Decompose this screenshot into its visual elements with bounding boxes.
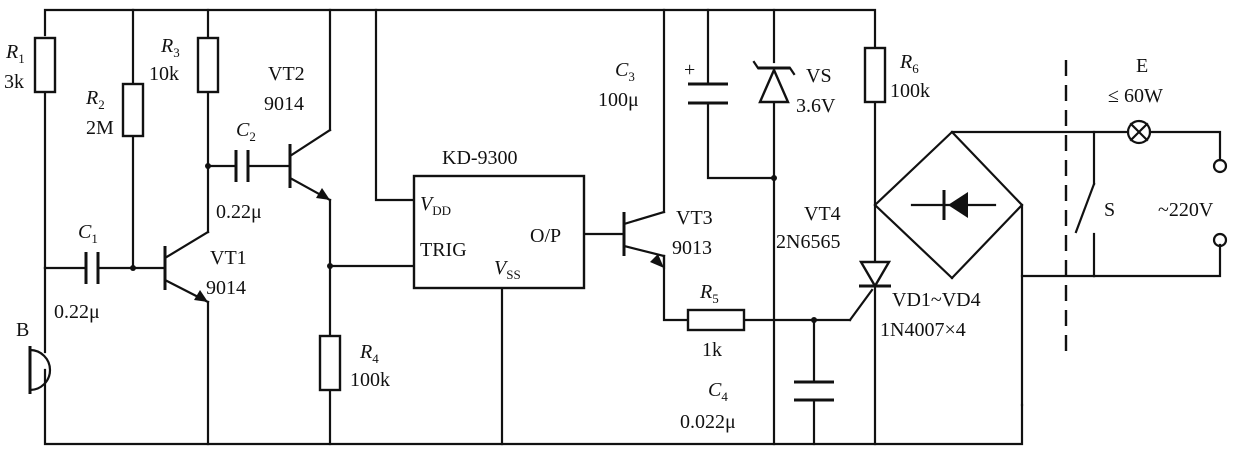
svg-text:C4: C4	[708, 379, 728, 404]
label-vt2-name: VT2	[268, 63, 305, 85]
label-vt4-name: VT4	[804, 203, 841, 225]
label-r1-name: R	[5, 41, 18, 63]
transistor-vt2	[288, 128, 332, 202]
thyristor-vt4	[858, 260, 892, 289]
bridge-rectifier	[873, 130, 1024, 407]
lamp-e	[1126, 119, 1152, 145]
label-vt3-name: VT3	[676, 207, 713, 229]
label-vs-name: VS	[806, 65, 832, 87]
mains-terminals	[1212, 158, 1228, 248]
label-e-name: E	[1136, 55, 1148, 77]
ic-kd9300	[412, 174, 586, 290]
capacitor-c3	[688, 82, 728, 105]
svg-text:R4: R4	[359, 341, 379, 366]
svg-text:R1: R1	[5, 41, 25, 66]
label-vt4-value: 2N6565	[776, 231, 840, 253]
resistor-r2	[121, 82, 145, 138]
label-vt1-name: VT1	[210, 247, 247, 269]
svg-text:C3: C3	[615, 59, 635, 84]
capacitor-c1	[84, 252, 100, 284]
label-c2-value: 0.22μ	[216, 201, 262, 223]
ic-pin-vdd: V	[420, 193, 435, 215]
ic-title: KD-9300	[442, 147, 518, 169]
svg-text:VDD: VDD	[420, 193, 451, 218]
ic-pin-op: O/P	[530, 225, 561, 247]
label-r3-value: 10k	[149, 63, 179, 85]
capacitor-c4	[794, 380, 834, 402]
label-vt3-value: 9013	[672, 237, 712, 259]
label-vt2-value: 9014	[264, 93, 304, 115]
svg-text:C2: C2	[236, 119, 256, 144]
transistor-vt3	[622, 210, 666, 270]
capacitor-c2	[234, 150, 250, 182]
label-vd-value: 1N4007×4	[880, 319, 966, 341]
resistor-r1	[33, 36, 57, 94]
resistor-r3	[196, 36, 220, 94]
svg-text:R3: R3	[160, 35, 180, 60]
label-c4-value: 0.022μ	[680, 411, 736, 433]
svg-text:R5: R5	[699, 281, 719, 306]
label-mains: ~220V	[1158, 199, 1214, 221]
label-vd-name: VD1~VD4	[892, 289, 981, 311]
wires	[43, 8, 1222, 446]
labels: R1 3k R2 2M R3 10k R4 100k R5 1k R6 100k…	[4, 35, 1214, 433]
switch-s	[1074, 182, 1096, 234]
label-s: S	[1104, 199, 1115, 221]
label-r6-value: 100k	[890, 80, 930, 102]
label-c1-value: 0.22μ	[54, 301, 100, 323]
junction-dots	[130, 163, 817, 323]
ic-pin-trig: TRIG	[420, 239, 467, 261]
label-b: B	[16, 319, 29, 341]
label-c3-value: 100μ	[598, 89, 639, 111]
label-r5-value: 1k	[702, 339, 722, 361]
label-c3-plus: +	[684, 59, 695, 81]
transistor-vt1	[163, 230, 210, 304]
svg-text:VSS: VSS	[494, 257, 521, 282]
ic-pin-vss: V	[494, 257, 509, 279]
label-r1-value: 3k	[4, 71, 24, 93]
resistor-r5	[686, 308, 746, 332]
resistor-r4	[318, 334, 342, 392]
label-e-value: ≤ 60W	[1108, 85, 1163, 107]
svg-text:R2: R2	[85, 87, 105, 112]
microphone-b	[28, 346, 52, 394]
label-r2-value: 2M	[86, 117, 114, 139]
resistor-r6	[863, 46, 887, 104]
svg-text:R6: R6	[899, 51, 919, 76]
zener-diode-vs	[752, 60, 796, 104]
label-r4-value: 100k	[350, 369, 390, 391]
label-vt1-value: 9014	[206, 277, 246, 299]
svg-text:C1: C1	[78, 221, 98, 246]
label-vs-value: 3.6V	[796, 95, 836, 117]
